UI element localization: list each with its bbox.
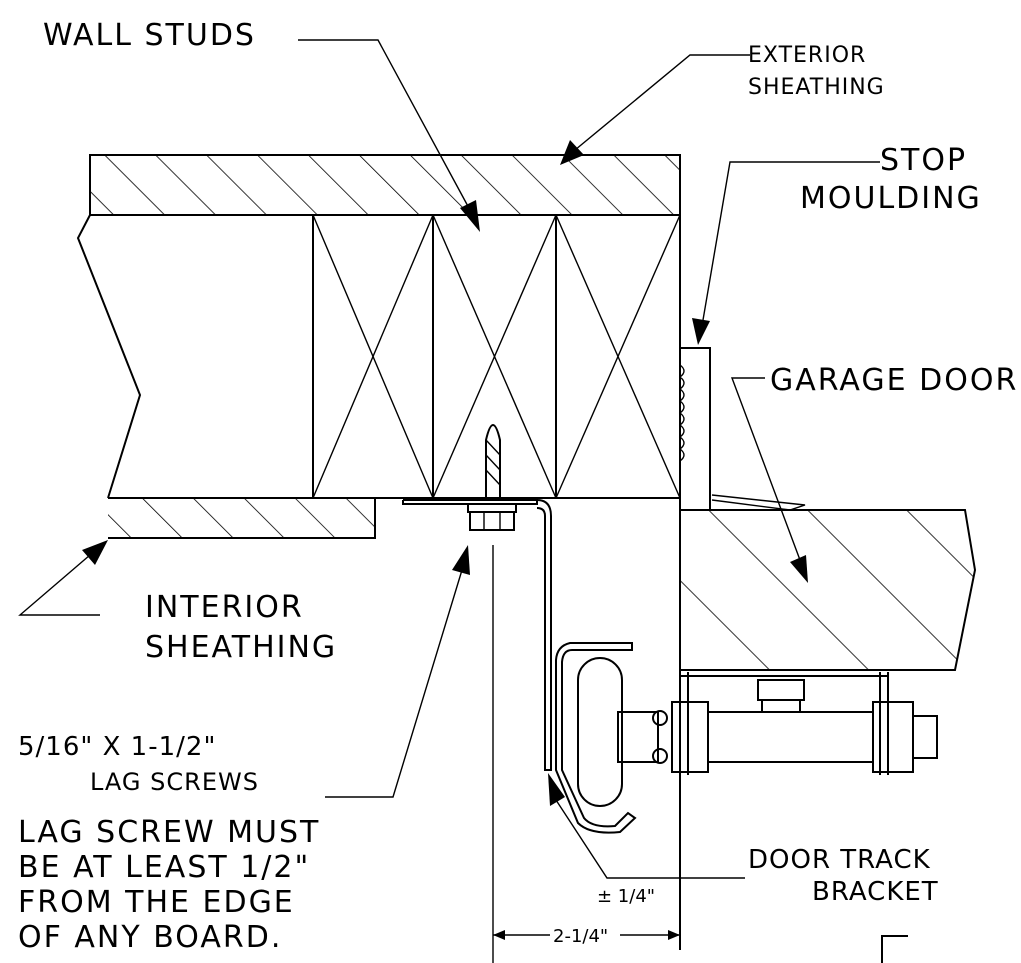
label-lag-screws: LAG SCREWS — [90, 768, 259, 796]
label-door-track: DOOR TRACK — [748, 845, 931, 875]
dimension-lines — [492, 545, 680, 963]
note-line-2: BE AT LEAST 1/2" — [18, 850, 310, 885]
label-stop: STOP — [880, 143, 967, 178]
leader-garage-door — [730, 377, 808, 583]
corner-mark — [881, 935, 908, 963]
label-exterior-sheathing-1: EXTERIOR — [748, 43, 866, 68]
leader-interior-sheathing — [18, 540, 108, 616]
label-garage-door: GARAGE DOOR — [770, 363, 1018, 398]
leader-exterior-sheathing — [560, 54, 750, 165]
door-track-shape — [555, 642, 637, 834]
leader-stop-moulding — [692, 161, 880, 345]
garage-door-shape — [680, 494, 977, 671]
door-track-bracket-shape — [402, 499, 552, 771]
tolerance-label: ± 1/4" — [597, 886, 655, 907]
leader-lag-screws — [325, 545, 470, 798]
label-exterior-sheathing-2: SHEATHING — [748, 75, 885, 100]
note-line-1: LAG SCREW MUST — [18, 815, 320, 850]
label-wall-studs: WALL STUDS — [43, 18, 256, 53]
roller-hinge-shape — [617, 672, 938, 775]
note-line-4: OF ANY BOARD. — [18, 920, 282, 955]
note-line-3: FROM THE EDGE — [18, 885, 295, 920]
wall-studs-shape — [312, 214, 681, 499]
exterior-sheathing-shape — [89, 154, 681, 216]
leader-wall-studs — [298, 39, 480, 232]
stop-moulding-shape — [678, 347, 711, 511]
lag-screw-shape — [467, 424, 517, 531]
label-bracket: BRACKET — [812, 877, 939, 907]
leader-door-track-bracket — [548, 773, 745, 879]
label-interior-sheathing: SHEATHING — [145, 630, 337, 665]
label-interior: INTERIOR — [145, 590, 304, 625]
dimension-label: 2-1/4" — [553, 926, 608, 947]
label-lag-screws-size: 5/16" X 1-1/2" — [18, 732, 216, 762]
label-moulding: MOULDING — [800, 181, 982, 216]
interior-sheathing-shape — [108, 497, 376, 539]
